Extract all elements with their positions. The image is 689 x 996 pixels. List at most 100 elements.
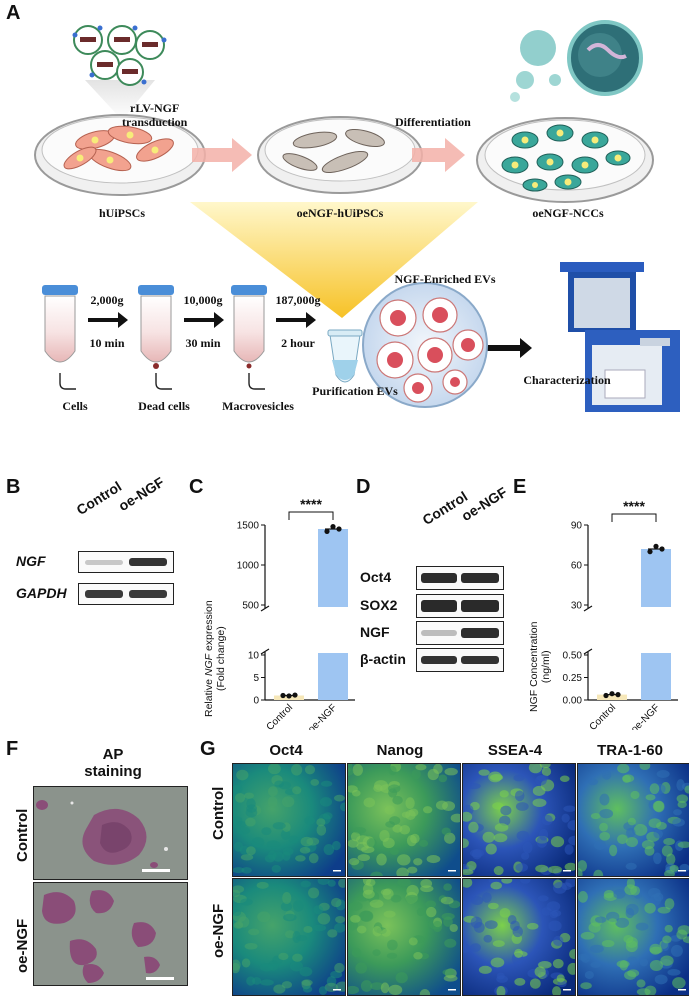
scale-bar: [563, 989, 571, 991]
significance-bracket: [288, 511, 334, 520]
panel-f-row-oe-ngf: oe-NGF: [14, 918, 31, 973]
tube-label-macrovesicles: Macrovesicles: [222, 399, 294, 413]
blot-d-lane-beta-actin: [416, 648, 504, 672]
blot-b-row-gapdh: GAPDH: [16, 585, 67, 601]
if-image-SSEA-4-oe-NGF: [462, 878, 576, 996]
data-point-0-2: [292, 692, 298, 698]
axis-break-mark-upper: [583, 605, 593, 612]
y-tick-label-low-1: 0.25: [563, 673, 583, 684]
panel-f-title-line1: AP: [102, 746, 124, 763]
band-dngf-oe: [461, 628, 499, 638]
band-gapdh-oe: [129, 590, 167, 598]
scale-bar: [333, 870, 341, 872]
step2-speed: 10,000g: [183, 293, 223, 307]
data-point-0-1: [609, 691, 615, 697]
blot-d-row-sox2: SOX2: [360, 597, 398, 613]
data-point-1-0: [647, 549, 653, 555]
step3-time: 2 hour: [281, 336, 315, 350]
eppendorf-tube-icon: [327, 329, 363, 383]
data-point-1-2: [659, 546, 665, 552]
panel-g-row-oe-ngf: oe-NGF: [210, 903, 227, 958]
data-point-1-1: [653, 543, 659, 549]
blot-d-row-oct4: Oct4: [360, 569, 392, 585]
if-image-SSEA-4-Control: [462, 763, 576, 877]
band-gapdh-control: [85, 590, 123, 598]
chart-c-ylabel-post: expression: [203, 600, 215, 654]
arrow-to-characterization-icon: [472, 338, 532, 358]
centrifuge-tube-dead-cells-icon: [138, 285, 174, 369]
y-tick-label-high-2: 90: [571, 521, 583, 532]
y-tick-label-high-0: 30: [571, 601, 583, 612]
differentiation-label: Differentiation: [395, 115, 471, 129]
centrifuge-tube-cells-icon: [42, 285, 78, 363]
y-tick-label-low-2: 0.50: [563, 651, 583, 662]
transduction-line2: transduction: [122, 115, 188, 129]
transduction-label: rLV-NGF transduction: [122, 101, 187, 129]
chart-c-ylabel-italic: NGF: [203, 653, 215, 677]
if-nuclei-pattern: [348, 879, 460, 995]
petri-dish-oeNGF-hUiPSCs-icon: [257, 116, 423, 194]
band-ngf-oe: [129, 558, 167, 566]
y-tick-label-high-1: 1000: [237, 561, 260, 572]
y-tick-label-low-1: 5: [253, 673, 259, 684]
if-nuclei-pattern: [233, 879, 345, 995]
if-image-TRA-1-60-oe-NGF: [577, 878, 689, 996]
if-image-Oct4-oe-NGF: [232, 878, 346, 996]
y-tick-label-high-1: 60: [571, 561, 583, 572]
scale-bar: [448, 989, 456, 991]
if-nuclei-pattern: [233, 764, 345, 874]
bar-break-gap-1: [317, 607, 349, 653]
transduction-line1: rLV-NGF: [130, 101, 180, 115]
petri-dish-oeNGF-NCCs-icon: [476, 117, 654, 203]
blot-d-row-ngf: NGF: [360, 624, 390, 640]
data-point-1-0: [324, 528, 330, 534]
significance-stars: ****: [623, 498, 645, 514]
y-tick-label-high-2: 1500: [237, 521, 260, 532]
panel-g-col-oct4: Oct4: [269, 742, 303, 759]
transduction-cone: [85, 80, 155, 120]
if-nuclei-pattern: [348, 764, 460, 876]
band-actin-control: [421, 656, 457, 664]
dish-label-hUiPSCs: hUiPSCs: [98, 206, 146, 220]
bar-Control: [597, 694, 627, 700]
y-tick-label-low-2: 10: [248, 651, 260, 662]
panel-g-col-nanog: Nanog: [376, 742, 424, 759]
if-nuclei-pattern: [463, 879, 575, 995]
band-oct4-oe: [461, 573, 499, 583]
arrow-differentiation-icon: [412, 138, 465, 172]
blot-d-lane-oct4: [416, 566, 504, 590]
characterization-label: Characterization: [523, 373, 611, 387]
step2-time: 30 min: [185, 336, 221, 350]
panel-g-col-ssea4: SSEA-4: [487, 742, 543, 759]
scale-bar: [563, 870, 571, 872]
panel-g-col-tra160: TRA-1-60: [597, 742, 663, 759]
evs-title-label: NGF-Enriched EVs: [394, 272, 496, 286]
step1-speed: 2,000g: [90, 293, 124, 307]
if-image-Nanog-Control: [347, 763, 461, 877]
step3-speed: 187,000g: [275, 293, 321, 307]
band-ngf-control: [85, 560, 123, 565]
vesicle-bubbles-icon: [510, 20, 643, 102]
centrifuge-tube-macrovesicles-icon: [231, 285, 267, 369]
axis-break-mark-upper: [260, 605, 270, 612]
blot-b-column-oe-ngf: oe-NGF: [115, 473, 167, 514]
arrow-transduction-icon: [192, 138, 252, 172]
blot-b-lane-gapdh: [78, 583, 174, 605]
centrifuge-step-arrows-icon: [88, 312, 532, 358]
data-point-0-0: [603, 692, 609, 699]
x-tick-label-0: Control: [588, 702, 619, 730]
purification-label: Purification EVs: [312, 384, 398, 398]
if-image-TRA-1-60-Control: [577, 763, 689, 877]
if-image-Oct4-Control: [232, 763, 346, 877]
characterization-instrument-icon: [560, 262, 680, 412]
band-actin-oe: [461, 656, 499, 664]
x-tick-label-1: oe-NGF: [629, 702, 662, 730]
blot-d-row-beta-actin: β-actin: [360, 651, 406, 667]
blot-b-column-control: Control: [73, 478, 125, 518]
panel-label-d: D: [356, 476, 371, 498]
if-nuclei-pattern: [578, 764, 689, 876]
x-tick-label-1: oe-NGF: [306, 702, 339, 730]
dish-label-oeNGF-hUiPSCs: oeNGF-hUiPSCs: [296, 206, 384, 220]
axis-break-mark-lower: [583, 648, 593, 655]
